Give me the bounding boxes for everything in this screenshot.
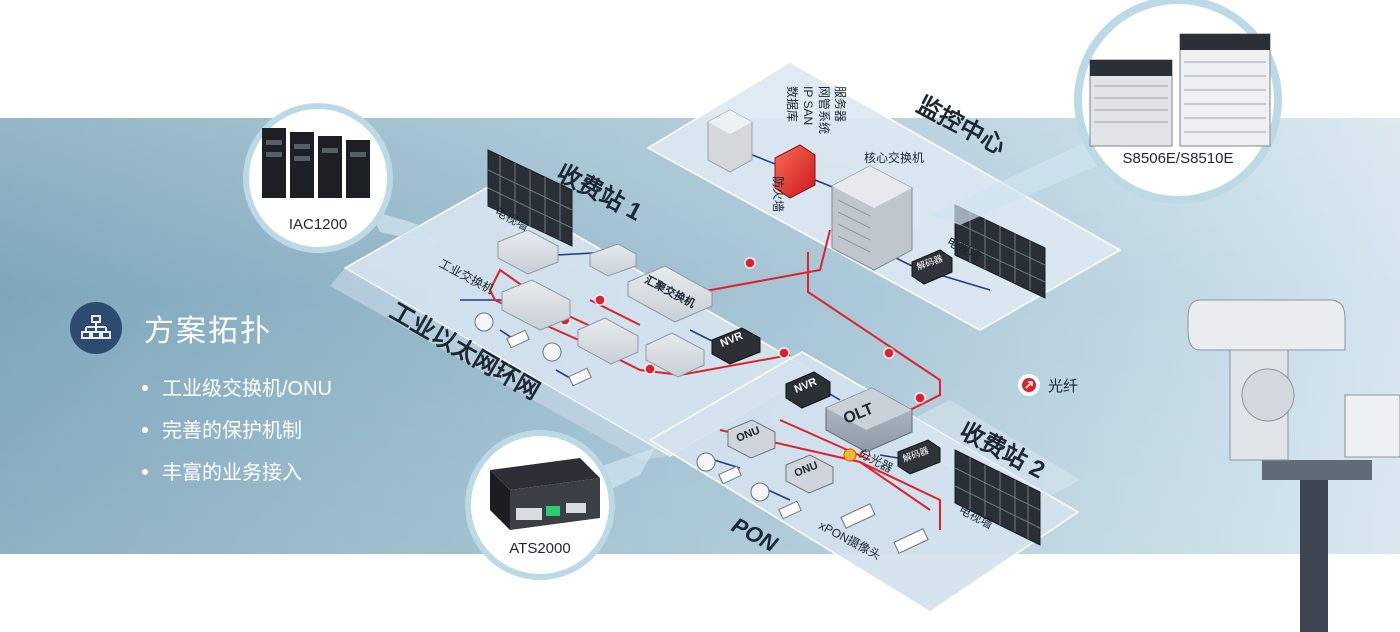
- station2-platform: [890, 400, 1080, 512]
- decoder-station2: [897, 439, 941, 475]
- bullet-icon: [142, 468, 148, 475]
- server-stack: [707, 109, 753, 173]
- fiber-icon: [1018, 374, 1040, 396]
- section-title-row: 方案拓扑: [70, 302, 272, 354]
- feature-item: 丰富的业务接入: [142, 456, 332, 498]
- feature-list: 工业级交换机/ONU 完善的保护机制 丰富的业务接入: [142, 372, 332, 498]
- ats2000-image: [490, 458, 600, 530]
- bullet-icon: [142, 384, 148, 391]
- firewall-label: 防火墙: [771, 176, 786, 212]
- zone-label-pon: PON: [728, 512, 783, 557]
- server-label-line2: 网管系统: [817, 86, 832, 134]
- splitter-device: [843, 448, 857, 462]
- server-label-line3: IP SAN: [801, 86, 815, 125]
- section-title: 方案拓扑: [144, 315, 272, 348]
- feature-text: 工业级交换机/ONU: [162, 378, 332, 400]
- feature-item: 工业级交换机/ONU: [142, 372, 332, 414]
- iac-callout-tail: [370, 210, 440, 245]
- server-label-line4: 数据库: [785, 86, 800, 122]
- video-wall-station1: [487, 149, 573, 247]
- pon-platform: [648, 351, 1080, 613]
- s8500-label: S8506E/S8510E: [1122, 150, 1234, 167]
- feature-text: 完善的保护机制: [162, 420, 302, 442]
- firewall-device: [774, 144, 816, 199]
- industrial-ring-platform: [330, 268, 670, 460]
- decoder-center: [911, 249, 953, 285]
- ats2000-label: ATS2000: [509, 540, 571, 557]
- bullet-icon: [142, 426, 148, 433]
- s8500-image: [1089, 33, 1271, 147]
- video-wall-center: [954, 204, 1046, 299]
- topology-icon: [70, 302, 122, 354]
- station1-switches: [497, 229, 713, 378]
- video-wall-station2: [954, 449, 1041, 546]
- server-label-line1: 服务器: [833, 86, 848, 122]
- fiber-legend: 光纤: [1018, 374, 1078, 396]
- onu-devices: [727, 419, 834, 494]
- bullet-cameras: [506, 329, 929, 554]
- iac1200-label: IAC1200: [288, 216, 348, 233]
- feature-text: 丰富的业务接入: [162, 462, 302, 484]
- feature-item: 完善的保护机制: [142, 414, 332, 456]
- iac1200-image: [262, 128, 370, 198]
- core-switch-device: [831, 165, 913, 271]
- core-callout-tail: [930, 140, 1110, 225]
- nvr-devices: [711, 327, 831, 409]
- core-switch-label: 核心交换机: [864, 150, 924, 165]
- cctv-photo: [1187, 299, 1400, 632]
- fiber-legend-label: 光纤: [1048, 377, 1079, 395]
- dome-cameras: [474, 312, 770, 502]
- olt-device: [825, 387, 913, 453]
